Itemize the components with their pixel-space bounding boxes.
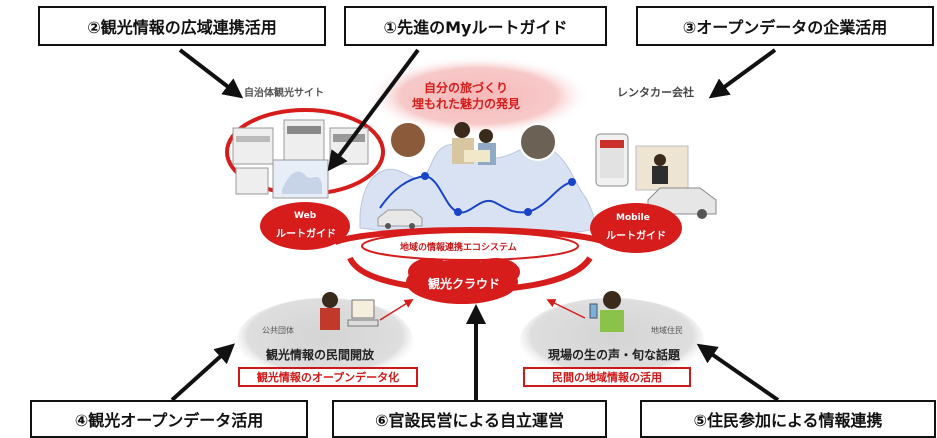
computer-base <box>347 319 379 327</box>
staff-figure-head <box>654 154 666 166</box>
worker-body <box>320 308 340 330</box>
route-point <box>454 208 462 216</box>
car-wheel <box>409 223 415 229</box>
arrow-callout-2 <box>178 48 244 99</box>
web-screenshot <box>333 134 365 142</box>
callout-5-label: ⑤住民参加による情報連携 <box>693 411 883 430</box>
tourism-cloud-lobe <box>472 258 520 286</box>
residents-tag: 地域住民 <box>651 326 683 335</box>
public-body-caption: 観光情報の民間開放 <box>266 348 375 362</box>
arrow-callout-3 <box>708 48 777 99</box>
residents-redbox-label: 民間の地域情報の活用 <box>552 371 662 384</box>
photo-circle <box>389 121 427 159</box>
traveller-map <box>464 150 490 162</box>
resident-body <box>600 310 624 332</box>
staff-figure-body <box>652 166 668 184</box>
bubble-line-2: 埋もれた魅力の発見 <box>412 97 521 111</box>
residents-redbox: 民間の地域情報の活用 <box>523 367 691 387</box>
callout-4: ④観光オープンデータ活用 <box>30 400 308 438</box>
web-guide-cloud <box>260 202 350 250</box>
residents-to-cloud-arrow <box>546 299 586 319</box>
callout-6-label: ⑥官設民営による自立運営 <box>374 411 565 430</box>
municipal-site-title: 自治体観光サイト <box>244 88 324 99</box>
traveller-head <box>454 122 470 138</box>
public-body-redbox-label: 観光情報のオープンデータ化 <box>256 371 400 384</box>
web-screenshot <box>232 127 274 165</box>
car-icon <box>377 209 423 227</box>
car-wheel <box>385 223 391 229</box>
public-body-redbox: 観光情報のオープンデータ化 <box>238 367 418 387</box>
worker-head <box>322 292 338 308</box>
resident-phone <box>589 303 598 319</box>
callout-4-label: ④観光オープンデータ活用 <box>74 411 264 430</box>
computer-monitor <box>351 299 375 319</box>
callout-1: ①先進のMyルートガイド <box>344 6 607 46</box>
tourism-cloud-label: 観光クラウド <box>428 277 501 291</box>
callout-6: ⑥官設民営による自立運営 <box>332 400 607 438</box>
ecosystem-label: 地域の情報連携エコシステム <box>400 243 517 253</box>
ecosystem-band <box>361 231 579 261</box>
public-to-cloud-arrow <box>379 299 414 321</box>
web-guide-line-2: ルートガイド <box>276 229 336 240</box>
route-line <box>379 174 573 214</box>
callout-3-label: ③オープンデータの企業活用 <box>682 18 888 37</box>
traveller-head <box>479 129 493 143</box>
route-point <box>568 178 576 186</box>
callout-2: ②観光情報の広域連携活用 <box>38 6 326 46</box>
car-wheel <box>697 209 707 219</box>
arrow-callout-4 <box>170 343 235 402</box>
public-body-tag: 公共団体 <box>262 326 294 335</box>
callout-1-label: ①先進のMyルートガイド <box>383 18 568 37</box>
mobile-guide-line-2: ルートガイド <box>606 231 666 242</box>
route-point <box>524 208 532 216</box>
flow-arrow-upper <box>333 227 607 245</box>
mobile-guide-cloud <box>590 203 682 253</box>
phone-screen-banner <box>600 140 624 148</box>
arrow-callout-1 <box>327 48 420 172</box>
public-body-bubble <box>237 298 413 382</box>
photo-circle <box>519 123 557 161</box>
web-screenshot <box>235 167 269 195</box>
tourism-cloud-lobe <box>408 258 452 286</box>
callout-5: ⑤住民参加による情報連携 <box>640 400 936 438</box>
web-screenshot <box>287 126 321 134</box>
callout-2-label: ②観光情報の広域連携活用 <box>87 18 277 37</box>
residents-caption: 現場の生の声・旬な話題 <box>548 348 681 362</box>
pink-bubble <box>366 56 590 136</box>
callout-3: ③オープンデータの企業活用 <box>636 6 934 46</box>
rental-company-title: レンタカー会社 <box>617 86 694 99</box>
residents-bubble <box>520 298 704 382</box>
map-screenshot-shape <box>282 171 322 194</box>
bubble-line-1: 自分の旅づくり <box>424 81 509 95</box>
mobile-guide-line-1: Mobile <box>616 213 650 223</box>
resident-head <box>603 291 621 309</box>
arrow-callout-5 <box>696 343 780 402</box>
route-point <box>421 172 429 180</box>
web-guide-line-1: Web <box>294 211 317 221</box>
web-screenshot <box>236 136 270 142</box>
